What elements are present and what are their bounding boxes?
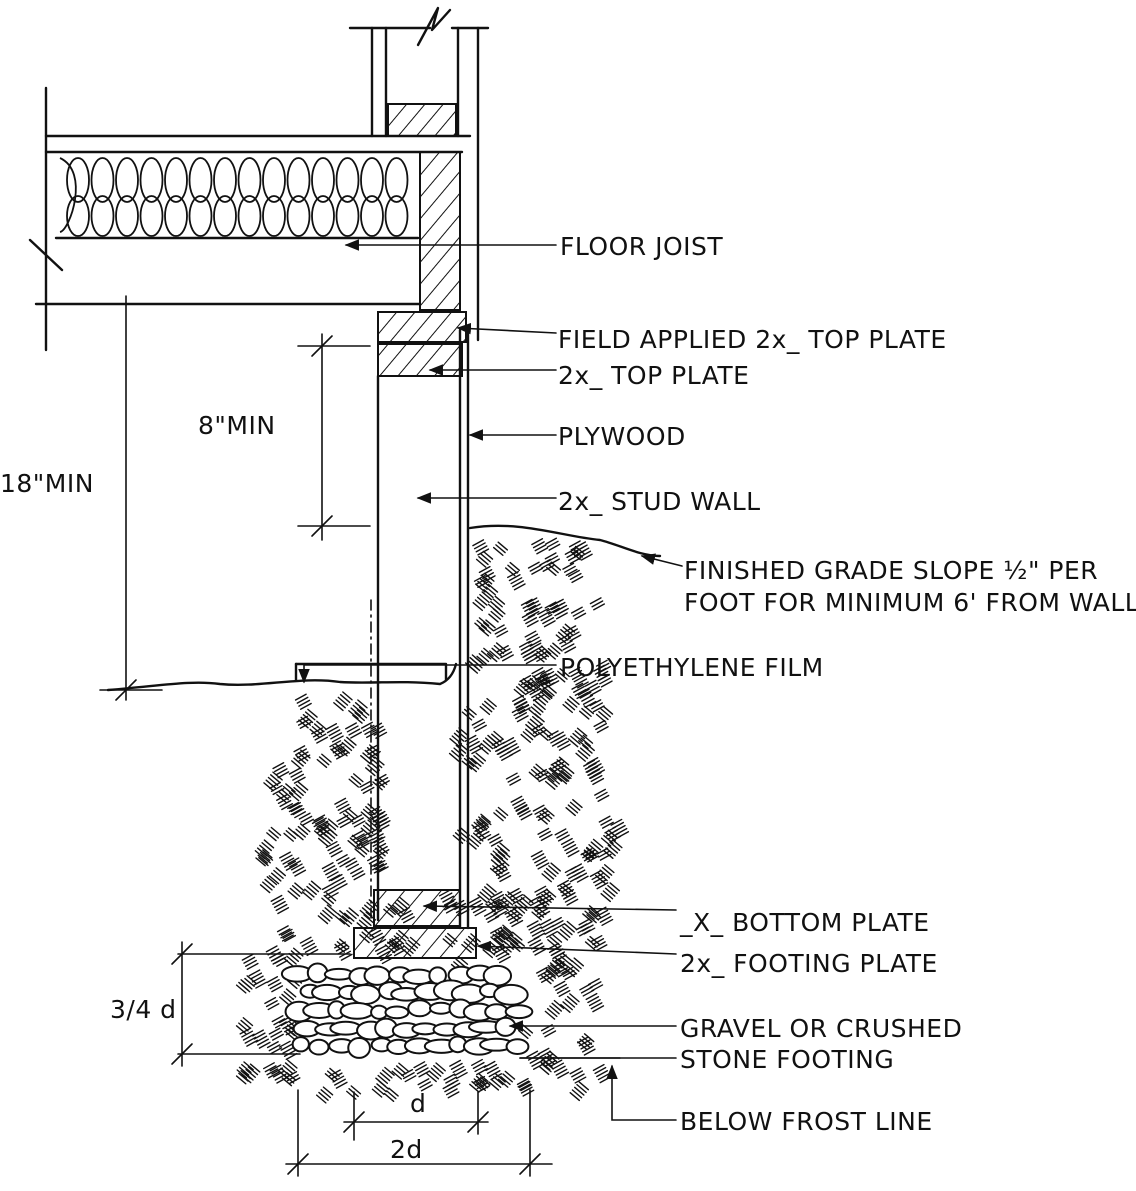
dimension-18in xyxy=(99,295,163,701)
dimension-2d xyxy=(285,1089,553,1177)
stud-wall xyxy=(370,328,470,930)
top-plates xyxy=(377,311,467,377)
dim-label-18in: 18"MIN xyxy=(0,469,94,498)
dim-label-three-quarter-d: 3/4 d xyxy=(110,995,177,1024)
floor-joist xyxy=(28,86,472,352)
label-plywood: PLYWOOD xyxy=(558,422,686,451)
insulation-icon xyxy=(59,157,409,237)
footing-plates xyxy=(353,889,477,959)
label-stud-wall: 2x_ STUD WALL xyxy=(558,487,761,516)
label-finished-grade-2: FOOT FOR MINIMUM 6' FROM WALL xyxy=(684,588,1136,617)
dim-label-2d: 2d xyxy=(390,1135,423,1164)
soil xyxy=(106,524,662,1104)
gravel-footing xyxy=(280,962,534,1059)
label-polyethylene: POLYETHYLENE FILM xyxy=(560,653,824,682)
label-frost-line: BELOW FROST LINE xyxy=(680,1107,933,1136)
dim-label-d: d xyxy=(410,1089,426,1118)
dim-label-8in: 8"MIN xyxy=(198,411,276,440)
label-finished-grade-1: FINISHED GRADE SLOPE ½" PER xyxy=(684,556,1098,585)
leaders xyxy=(298,239,683,1121)
dimension-d xyxy=(343,1091,489,1141)
label-top-plate: 2x_ TOP PLATE xyxy=(558,361,749,390)
dimension-8in xyxy=(297,333,371,541)
label-bottom-plate: _X_ BOTTOM PLATE xyxy=(679,908,930,937)
label-field-top-plate: FIELD APPLIED 2x_ TOP PLATE xyxy=(558,325,947,354)
label-floor-joist: FLOOR JOIST xyxy=(560,232,723,261)
dimension-three-quarter-d xyxy=(171,941,351,1067)
label-footing-plate: 2x_ FOOTING PLATE xyxy=(680,949,938,978)
label-gravel-2: STONE FOOTING xyxy=(680,1045,894,1074)
label-gravel-1: GRAVEL OR CRUSHED xyxy=(680,1014,962,1043)
